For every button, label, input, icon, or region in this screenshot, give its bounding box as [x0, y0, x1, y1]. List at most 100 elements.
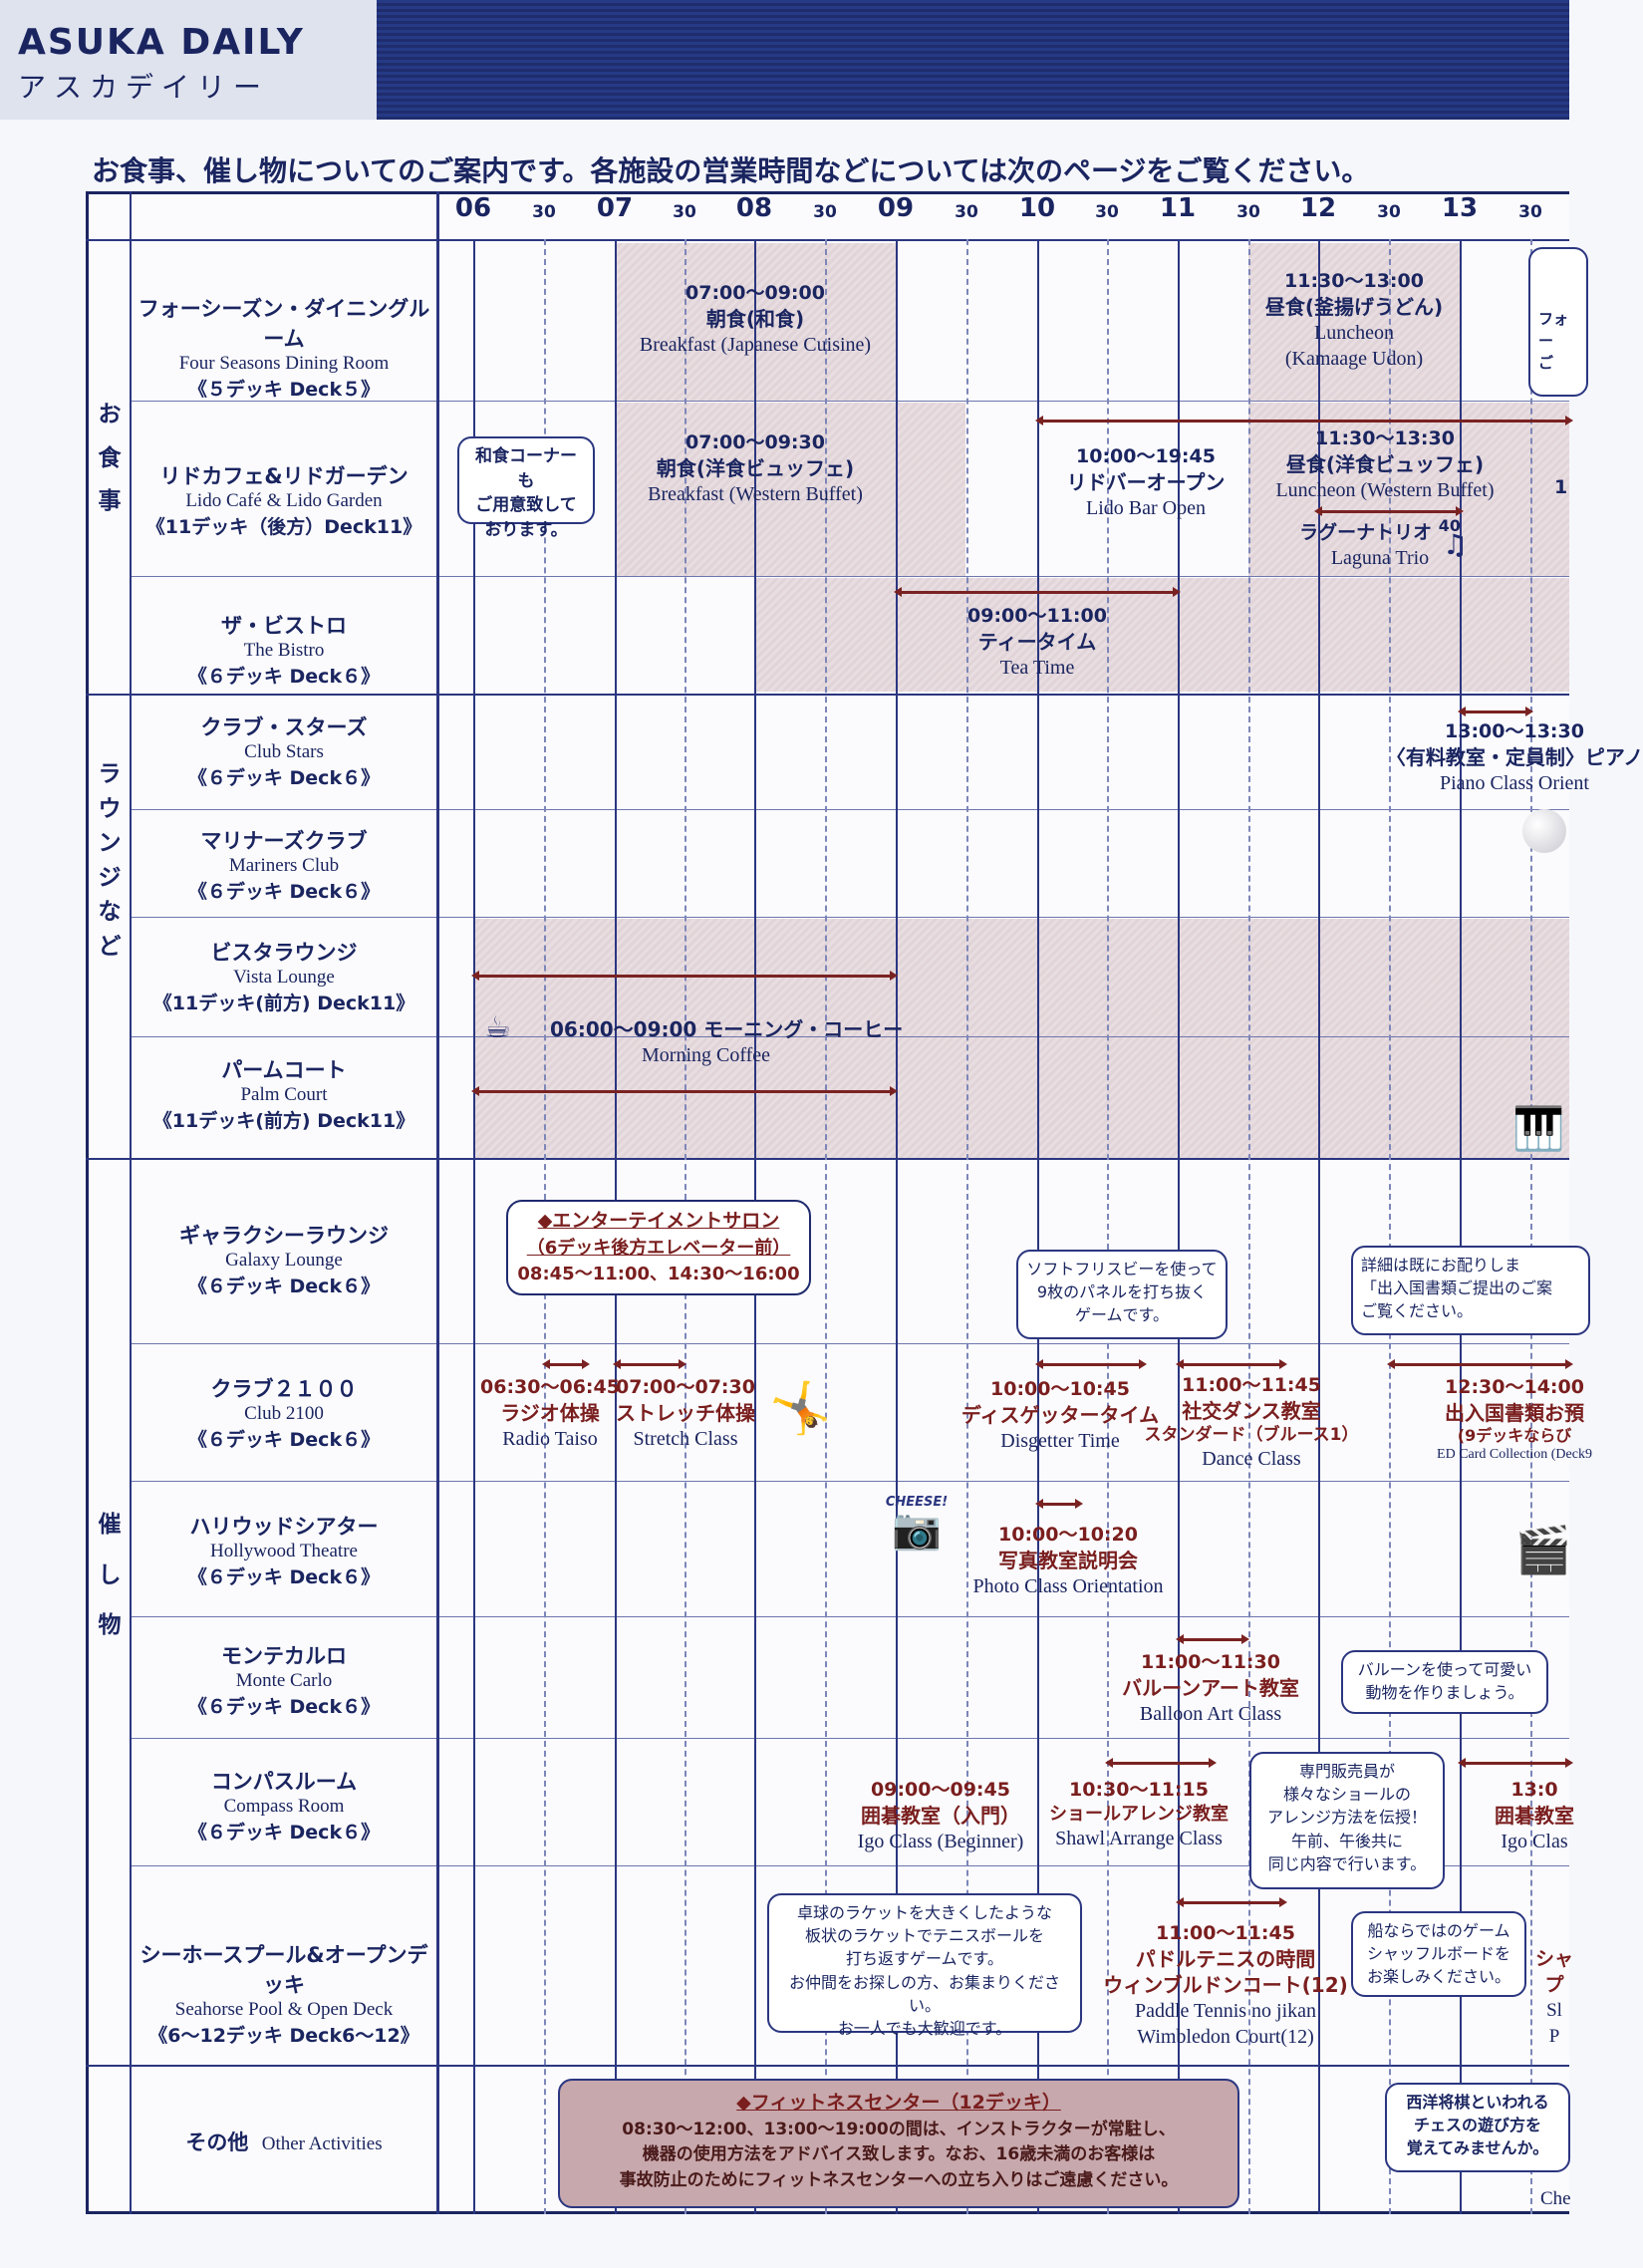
event-lunch-udon: 11:30～13:00 昼食(釜揚げうどん) Luncheon (Kamaage…: [1265, 269, 1443, 372]
row-jp: ギャラクシーラウンジ: [179, 1224, 389, 1248]
hour-label: 09: [877, 193, 915, 223]
category-meals-text: お食事: [98, 402, 122, 515]
hour-label: 13: [1441, 193, 1479, 223]
event-time: 11:30～13:30: [1315, 427, 1455, 449]
event-jp: 昼食(釜揚げうどん): [1264, 294, 1444, 319]
lido-partial: 1: [1554, 476, 1568, 498]
event-jp: 朝食(和食): [705, 306, 805, 331]
vline-0830: [825, 239, 827, 2214]
header-stripe: [377, 0, 1569, 120]
vline-13: [1460, 239, 1462, 2214]
vline: [130, 191, 132, 2214]
event-time: 07:00～07:30: [616, 1376, 755, 1398]
event-time: 11:30～13:00: [1284, 270, 1424, 292]
arrow-paddle-tennis: [1176, 1897, 1287, 1907]
note-chess: 西洋将棋といわれる チェスの遊び方を 覚えてみませんか。: [1385, 2083, 1570, 2172]
row-deck: 《６デッキ Deck６》: [187, 1429, 381, 1451]
shuffle-b: プ: [1544, 1973, 1564, 1996]
note-shawl: 専門販売員が 様々なショールの アレンジ方法を伝授！ 午前、午後共に 同じ内容で…: [1249, 1752, 1445, 1889]
event-photo: 10:00～10:20 写真教室説明会 Photo Class Orientat…: [972, 1523, 1163, 1599]
event-jp: ストレッチ体操: [616, 1400, 755, 1425]
note-immigration: 詳細は既にお配りしま 「出入国書類ご提出のご案 ご覧ください。: [1351, 1246, 1590, 1335]
row-en: The Bistro: [243, 640, 325, 661]
piano-icon: 🎹: [1512, 1104, 1565, 1153]
row-jp: シーホースプール&オープンデッキ: [139, 1943, 428, 1997]
event-piano: 13:00～13:30 〈有料教室・定員制〉ピアノ Piano Class Or…: [1386, 719, 1643, 796]
fitness-box: ◆フィットネスセンター（12デッキ） 08:30～12:00、13:00～19:…: [558, 2079, 1239, 2208]
arrow-disgetter: [1035, 1359, 1147, 1369]
event-paddle-tennis: 11:00～11:45 パドルテニスの時間 ウィンブルドンコート(12) Pad…: [1103, 1921, 1348, 2050]
intro-text: お食事、催し物についてのご案内です。各施設の営業時間などについては次のページをご…: [92, 154, 1370, 187]
event-jp: 社交ダンス教室: [1182, 1398, 1321, 1423]
row-deck: 《11デッキ（後方）Deck11》: [145, 516, 422, 538]
camera-glyph: 📷: [892, 1507, 942, 1553]
event-en: Photo Class Orientation: [972, 1574, 1164, 1597]
row-en: Club 2100: [244, 1403, 324, 1424]
coffee-jp: モーニング・コーヒー: [703, 1017, 904, 1041]
arrow-piano: [1458, 707, 1533, 716]
event-en: Breakfast (Japanese Cuisine): [639, 333, 872, 356]
arrow-coffee-vista: [471, 971, 898, 981]
event-jp: ラジオ体操: [500, 1400, 600, 1425]
arrow-balloon: [1176, 1634, 1249, 1644]
half-label: 30: [1518, 202, 1542, 222]
event-jp: ディスゲッタータイム: [960, 1402, 1160, 1427]
laguna-num: 40: [1438, 516, 1461, 535]
category-events-text: 催し物: [98, 1512, 122, 1639]
event-en: Dance Class: [1202, 1447, 1301, 1470]
event-time: 09:00～11:00: [967, 605, 1107, 627]
vline-1130: [1248, 239, 1250, 2214]
arrow-radio: [542, 1359, 590, 1369]
hline: [130, 1343, 1569, 1344]
laguna-jp: ラグーナトリオ: [1299, 521, 1433, 544]
arrow-immigration: [1387, 1359, 1573, 1369]
row-jp: クラブ２１００: [210, 1377, 358, 1401]
shade-lounges: [473, 919, 1569, 1158]
row-en: Four Seasons Dining Room: [178, 353, 390, 374]
arrow-shawl: [1105, 1758, 1217, 1768]
event-coffee: 06:00～09:00 モーニング・コーヒー Morning Coffee: [550, 1016, 903, 1068]
vline-10: [1037, 239, 1039, 2214]
event-en: Breakfast (Western Buffet): [648, 482, 863, 505]
row-en: Vista Lounge: [233, 967, 335, 988]
event-breakfast-w: 07:00～09:30 朝食(洋食ビュッフェ) Breakfast (Weste…: [648, 430, 863, 507]
row-deck: 《6～12デッキ Deck6～12》: [148, 2025, 419, 2047]
event-en: Radio Taiso: [502, 1427, 598, 1450]
fitness-title: ◆フィットネスセンター（12デッキ）: [736, 2092, 1061, 2114]
vline-09: [896, 239, 898, 2214]
row-deck: 《６デッキ Deck６》: [187, 1696, 381, 1718]
hline: [130, 576, 1569, 577]
vline: [436, 191, 439, 2214]
hline: [130, 809, 1569, 810]
note-wa-corner: 和食コーナーも ご用意致して おります。: [457, 436, 595, 540]
shuffle-d: P: [1548, 2025, 1560, 2047]
event-lido-bar: 10:00～19:45 リドバーオープン Lido Bar Open: [1067, 444, 1226, 521]
event-balloon: 11:00～11:30 バルーンアート教室 Balloon Art Class: [1122, 1650, 1299, 1727]
row-jp: パームコート: [221, 1058, 347, 1082]
row-en: Monte Carlo: [235, 1670, 333, 1691]
row-deck: 《６デッキ Deck６》: [187, 666, 381, 688]
logo-title: ASUKA DAILY: [18, 22, 305, 63]
arrow-dance: [1176, 1359, 1287, 1369]
row-en: Palm Court: [240, 1084, 328, 1105]
note-balloon: バルーンを使って可愛い 動物を作りましょう。: [1341, 1650, 1548, 1714]
event-time: 07:00～09:30: [685, 431, 825, 453]
hline: [130, 917, 1569, 918]
event-jp: パドルテニスの時間: [1135, 1946, 1316, 1971]
arrow-igo2: [1458, 1758, 1573, 1768]
event-en: Morning Coffee: [642, 1044, 771, 1066]
row-jp: その他: [185, 2130, 249, 2154]
half-label: 30: [532, 202, 556, 222]
event-jp: ショールアレンジ教室: [1049, 1803, 1229, 1825]
row-en: Other Activities: [261, 2133, 383, 2154]
shuffle-a: シャ: [1534, 1948, 1573, 1970]
